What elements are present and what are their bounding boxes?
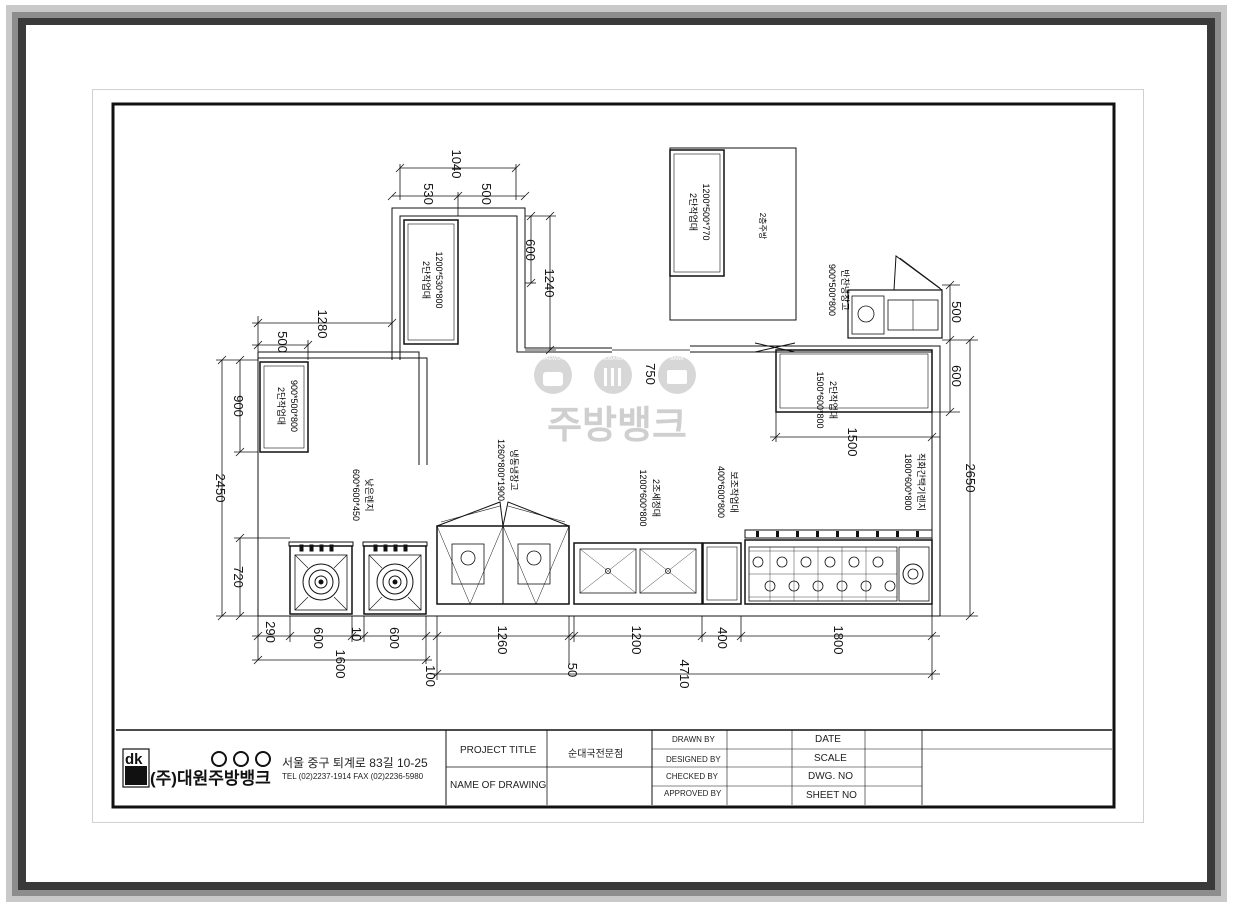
dim-600-range2: 600 — [387, 627, 402, 649]
equipment-sink — [573, 542, 703, 605]
name-of-drawing-label: NAME OF DRAWING — [450, 780, 547, 791]
worktable-right-name: 2단작업대 — [828, 381, 838, 419]
title-block-grid — [116, 729, 1112, 805]
company-address: 서울 중구 퇴계로 83길 10-25 — [282, 756, 428, 770]
equipment-worktable-right — [775, 349, 933, 413]
scale-label: SCALE — [814, 753, 847, 764]
dim-2450: 2450 — [213, 474, 228, 503]
dim-600-right: 600 — [949, 365, 964, 387]
watermark-utensil-icon — [594, 356, 632, 394]
aux-table-size: 400*600*800 — [716, 466, 726, 518]
equipment-worktable-topright — [669, 147, 797, 321]
dim-10: 10 — [349, 627, 364, 641]
dwg-no-label: DWG. NO — [808, 771, 853, 782]
dim-2650: 2650 — [963, 464, 978, 493]
company-name: (주)대원주방뱅크 — [150, 769, 271, 788]
dim-4710: 4710 — [677, 660, 692, 689]
dim-1600: 1600 — [333, 650, 348, 679]
dim-500-right: 500 — [949, 301, 964, 323]
drawing-sheet — [92, 89, 1144, 823]
watermark-chef-icon — [534, 356, 572, 394]
worktable-left-size: 900*500*800 — [289, 380, 299, 432]
dim-900: 900 — [231, 395, 246, 417]
drawing-border — [111, 102, 1116, 809]
dim-1040: 1040 — [449, 150, 464, 179]
company-logo — [122, 748, 150, 788]
dim-50: 50 — [565, 663, 580, 677]
dim-1240: 1240 — [542, 269, 557, 298]
equipment-big-range — [744, 529, 933, 605]
company-contact: TEL (02)2237-1914 FAX (02)2236-5980 — [282, 772, 424, 781]
low-range-name: 낮은렌지 — [364, 478, 374, 511]
project-title-value: 순대국전문점 — [568, 749, 624, 760]
watermark-label-2: JUBANG — [603, 356, 623, 362]
project-title-label: PROJECT TITLE — [460, 745, 537, 756]
worktable-top-name: 2단작업대 — [421, 261, 431, 299]
fridge-table-name: 반찬냉장고 — [840, 269, 850, 310]
equipment-fridge-freezer — [436, 501, 570, 605]
drawn-by-label: DRAWN BY — [672, 735, 715, 744]
dim-290: 290 — [263, 621, 278, 643]
low-range-size: 600*600*450 — [351, 469, 361, 521]
checked-by-label: CHECKED BY — [666, 772, 719, 781]
logo-mark: dk — [125, 751, 143, 768]
fridge-table-size: 900*500*800 — [827, 264, 837, 316]
watermark-label-1: DAEWON — [542, 356, 565, 362]
dim-750: 750 — [643, 363, 658, 385]
worktable-right-size: 1500*600*800 — [815, 371, 825, 428]
watermark-label-3: BANK — [670, 356, 684, 362]
worktable-top-size: 1200*530*800 — [434, 251, 444, 308]
fridge-freezer-size: 1260*800*1900 — [496, 439, 506, 501]
designed-by-label: DESIGNED BY — [666, 755, 721, 764]
aux-table-name: 보조작업대 — [729, 471, 739, 512]
dim-530: 530 — [421, 183, 436, 205]
worktable-left-name: 2단작업대 — [276, 387, 286, 425]
dim-1280: 1280 — [315, 310, 330, 339]
date-label: DATE — [815, 734, 841, 745]
approved-by-label: APPROVED BY — [664, 789, 722, 798]
big-range-name: 직화간택기렌지 — [916, 453, 926, 511]
dim-400: 400 — [715, 627, 730, 649]
dim-500-left: 500 — [275, 331, 290, 353]
dim-600-range1: 600 — [311, 627, 326, 649]
brand-icons — [211, 751, 271, 767]
big-range-size: 1800*600*800 — [903, 453, 913, 510]
dim-600-top: 600 — [523, 239, 538, 261]
sink-name: 2조세정대 — [651, 479, 661, 517]
watermark-text: 주방뱅크 — [547, 403, 687, 447]
dim-1200: 1200 — [629, 626, 644, 655]
dim-1500: 1500 — [845, 428, 860, 457]
dish-area-name: 2층주방 — [758, 213, 768, 240]
dim-1260: 1260 — [495, 626, 510, 655]
sink-size: 1200*600*800 — [638, 469, 648, 526]
equipment-worktable-left — [259, 361, 309, 453]
fridge-freezer-name: 냉동냉장고 — [509, 449, 519, 490]
dimension-lines — [216, 163, 978, 680]
equipment-aux-table — [702, 542, 742, 605]
watermark-pot-icon — [658, 356, 696, 394]
sheet-no-label: SHEET NO — [806, 790, 857, 801]
dim-100: 100 — [423, 665, 438, 687]
equipment-fridge-table — [847, 255, 943, 339]
dimension-labels: 1040 530 500 600 1240 1280 500 900 2450 … — [213, 150, 978, 689]
watermark: DAEWON JUBANG BANK 주방뱅크 — [534, 356, 696, 447]
dim-720: 720 — [231, 566, 246, 588]
equipment-worktable-top — [403, 219, 459, 345]
worktable-topright-size: 1200*500*770 — [701, 183, 711, 240]
dim-500-top: 500 — [479, 183, 494, 205]
worktable-topright-name: 2단작업대 — [688, 193, 698, 231]
equipment-low-range — [288, 541, 428, 615]
dim-1800: 1800 — [831, 626, 846, 655]
